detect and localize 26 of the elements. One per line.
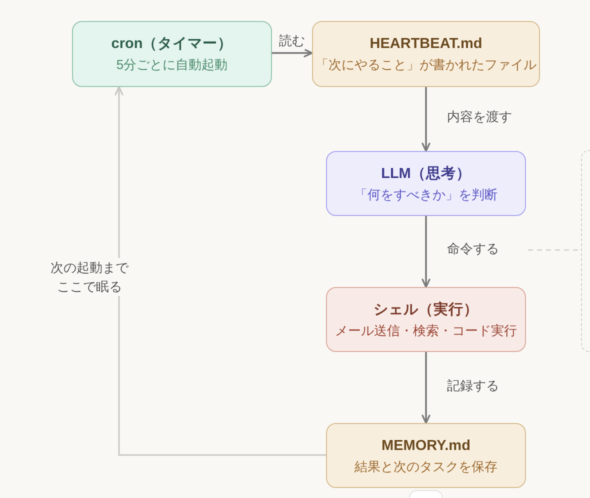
node-subtitle: メール送信・検索・コード実行 <box>335 322 517 340</box>
file-box <box>326 423 526 488</box>
edge-label: 内容を渡す <box>447 107 512 126</box>
dashed-line <box>528 249 581 251</box>
process-box <box>326 151 526 216</box>
node-title: cron（タイマー） <box>111 35 233 54</box>
dashed-panel <box>581 150 590 352</box>
arrow <box>422 352 430 424</box>
edge-label: 次の起動までここで眠る <box>49 258 130 296</box>
node-title: MEMORY.md <box>382 436 470 456</box>
node-title: シェル（実行） <box>374 300 478 320</box>
arrow <box>272 48 313 58</box>
node-subtitle: 「何をすべきか」を判断 <box>354 186 498 204</box>
process-box <box>326 287 526 352</box>
arrow <box>422 216 430 288</box>
node-subtitle: 結果と次のタスクを保存 <box>354 458 498 476</box>
process-box <box>72 21 272 87</box>
node-title: LLM（思考） <box>381 164 471 184</box>
node-title: HEARTBEAT.md <box>370 35 482 54</box>
edge-label: 読む <box>279 31 305 50</box>
file-box <box>312 21 540 87</box>
node-subtitle: 5分ごとに自動起動 <box>116 56 228 74</box>
arrow <box>114 86 326 456</box>
arrow <box>422 87 430 152</box>
node-subtitle: 「次にやること」が書かれたファイル <box>316 56 536 74</box>
edge-label: 記録する <box>447 376 499 395</box>
